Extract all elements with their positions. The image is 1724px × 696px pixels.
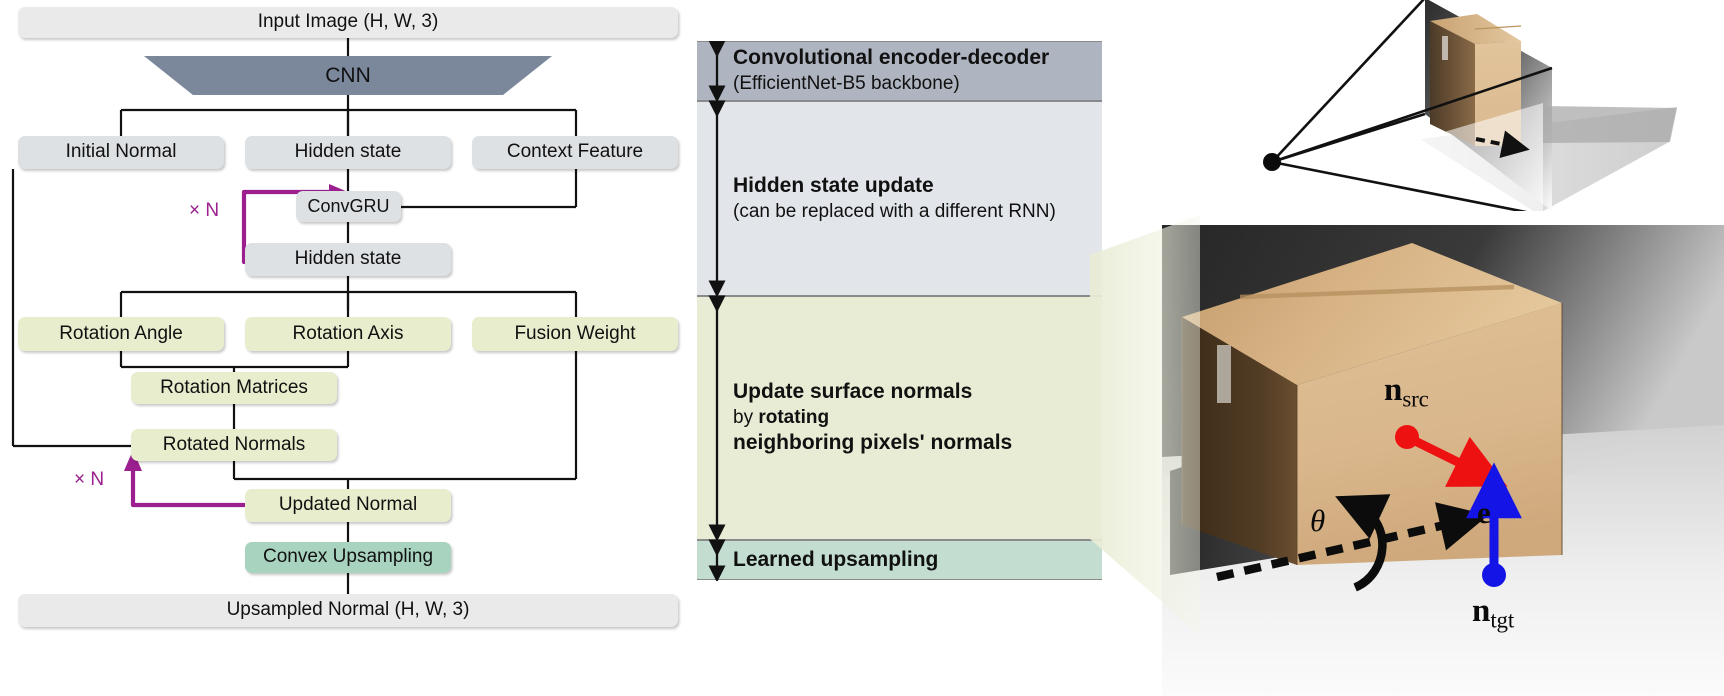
stage-2-line3: neighboring pixels' normals [733,431,1013,455]
node-rotation-axis-label: Rotation Axis [292,322,404,344]
label-n-tgt-base: n [1472,593,1491,629]
node-rotation-matrices: Rotation Matrices [131,372,337,404]
recurrent-loop-lower-arrow [124,450,142,471]
n-src-origin-dot [1395,425,1419,449]
node-upsampled-normal: Upsampled Normal (H, W, 3) [18,594,678,627]
stage-0-title: Convolutional encoder-decoder [733,46,1050,70]
camera-center-dot [1263,153,1281,171]
node-rotation-matrices-label: Rotation Matrices [160,376,308,398]
label-n-tgt-sub: tgt [1490,607,1515,633]
node-rotation-angle-label: Rotation Angle [59,322,183,344]
label-theta: θ [1310,503,1326,538]
stage-2-line2-plain: by [733,406,759,428]
node-rotated-normals: Rotated Normals [131,429,337,461]
label-n-src-base: n [1384,372,1403,408]
stage-hidden-state-update: Hidden state update (can be replaced wit… [697,101,1102,296]
node-fusion-weight: Fusion Weight [472,317,678,351]
pipeline-diagram: Input Image (H, W, 3) CNN Initial Normal… [0,0,700,696]
node-hidden-state-1: Hidden state [245,136,451,169]
stage-legend-panel: Convolutional encoder-decoder (Efficient… [697,41,1102,581]
frustum-axis-arrow [1475,130,1530,158]
ground-plane-right [1543,106,1677,143]
zoom-highlight-cone [1090,215,1200,635]
node-cnn: CNN [144,56,552,95]
stage-convolutional-encoder-decoder: Convolutional encoder-decoder (Efficient… [697,41,1102,101]
stage-2-line2-bold: rotating [758,406,830,428]
stage-learned-upsampling: Learned upsampling [697,540,1102,580]
ground-plane-near [1420,103,1543,211]
node-upsampled-normal-label: Upsampled Normal (H, W, 3) [226,599,470,621]
box-photo-svg [1162,225,1724,696]
node-rotated-normals-label: Rotated Normals [162,433,306,455]
box-tape-strip [1217,345,1231,403]
label-axis-e: e [1477,495,1491,530]
node-fusion-weight-label: Fusion Weight [514,322,636,344]
frustum-rays [1271,0,1553,211]
camera-frustum-illustration [1263,0,1677,211]
cone-shape [1090,215,1200,635]
label-n-src: nsrc [1384,372,1429,412]
stage-update-surface-normals: Update surface normals by rotating neigh… [697,296,1102,540]
node-hidden-state-2-label: Hidden state [294,248,402,270]
rotation-axis-dashed-line [1216,502,1489,582]
stage-3-title: Learned upsampling [733,547,939,571]
node-context-feature-label: Context Feature [506,141,644,163]
stage-2-line2: by rotating [733,406,1102,430]
node-cnn-label: CNN [325,63,371,87]
node-rotation-axis: Rotation Axis [245,317,451,351]
stage-1-title: Hidden state update [733,173,934,197]
node-convex-upsampling-label: Convex Upsampling [262,546,434,568]
node-hidden-state-2: Hidden state [245,243,451,276]
frustum-box-side [1430,21,1475,146]
stage-2-title: Update surface normals [733,379,973,403]
node-initial-normal: Initial Normal [18,136,224,169]
node-rotation-angle: Rotation Angle [18,317,224,351]
n-tgt-origin-dot [1482,563,1506,587]
loop-count-label-lower: × N [74,469,105,490]
frustum-box-tape [1442,36,1448,60]
stage-0-subtitle: (EfficientNet-B5 backbone) [733,73,960,95]
node-hidden-state-1-label: Hidden state [294,141,402,163]
node-updated-normal-label: Updated Normal [278,494,418,516]
node-input-image: Input Image (H, W, 3) [18,7,678,38]
recurrent-loop-lower [130,467,247,508]
node-convgru: ConvGRU [296,191,401,222]
node-updated-normal: Updated Normal [245,489,451,522]
loop-count-label-upper: × N [189,200,220,221]
label-n-tgt: ntgt [1472,593,1514,633]
node-convgru-label: ConvGRU [307,195,390,216]
theta-rotation-arc [1335,494,1391,592]
node-input-image-label: Input Image (H, W, 3) [257,11,439,33]
stage-1-subtitle: (can be replaced with a different RNN) [733,200,1056,222]
node-initial-normal-label: Initial Normal [65,141,177,163]
node-context-feature: Context Feature [472,136,678,169]
box-lid [1182,243,1562,385]
box-lid-seam [1239,284,1515,300]
node-convex-upsampling: Convex Upsampling [245,542,451,573]
label-n-src-sub: src [1402,386,1429,412]
box-normals-illustration: nsrc θ e ntgt [1162,225,1724,696]
